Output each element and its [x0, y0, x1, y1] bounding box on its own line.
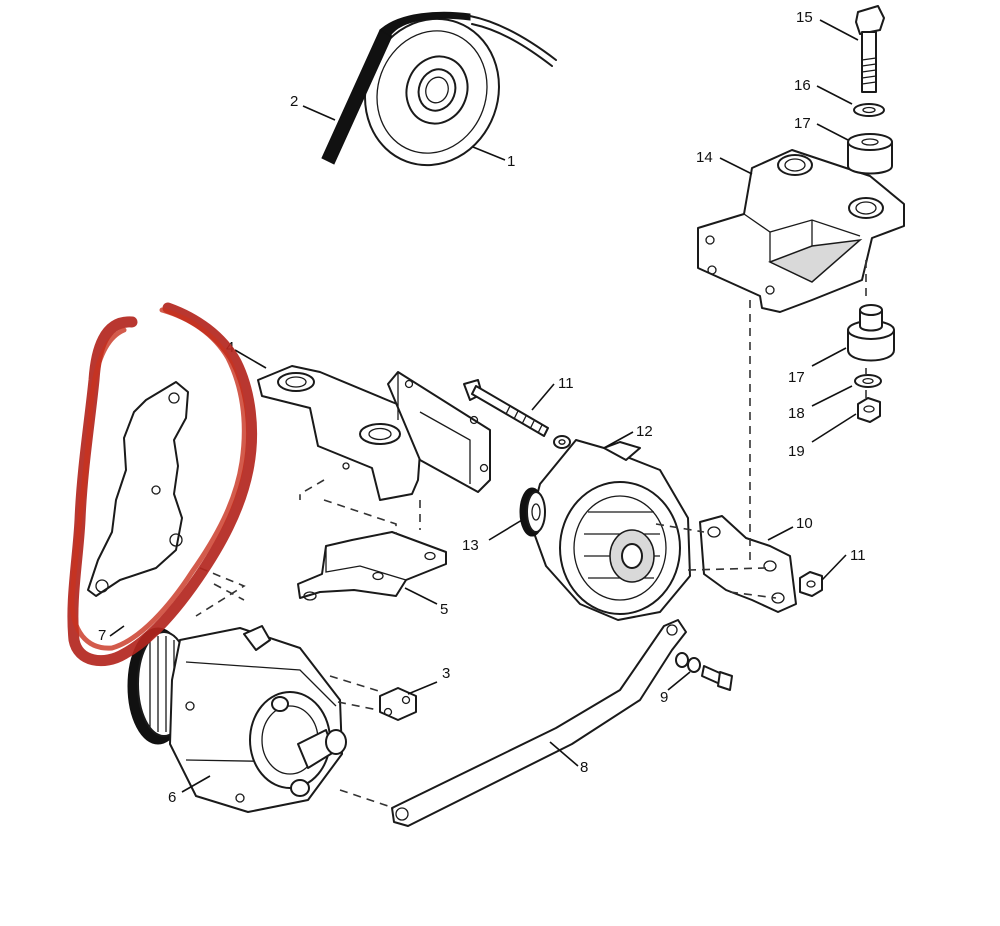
callout-15: 15 [796, 9, 813, 26]
callout-14: 14 [696, 149, 713, 166]
nut-19 [857, 397, 881, 423]
callout-9: 9 [660, 689, 668, 706]
washer-16 [853, 103, 885, 117]
callouts: 1 2 3 4 5 6 7 8 9 10 11 11 12 13 14 15 1… [98, 9, 866, 806]
alternator-bracket-10 [699, 515, 797, 613]
washer-18 [854, 374, 882, 388]
alternator-12 [529, 439, 691, 621]
callout-5: 5 [440, 601, 448, 618]
callout-8: 8 [580, 759, 588, 776]
leader-lines [109, 19, 859, 793]
idler-pulley [364, 17, 500, 167]
bushing-17-upper [847, 133, 893, 175]
mounting-plate-7 [87, 381, 189, 597]
callout-13: 13 [462, 537, 479, 554]
callout-1: 1 [507, 153, 515, 170]
callout-16: 16 [794, 77, 811, 94]
callout-10: 10 [796, 515, 813, 532]
callout-3: 3 [442, 665, 450, 682]
callout-18: 18 [788, 405, 805, 422]
callout-17-upper: 17 [794, 115, 811, 132]
callout-11-bolt: 11 [558, 375, 574, 392]
ac-compressor-6 [127, 625, 347, 813]
small-bracket-5 [297, 531, 447, 601]
callout-12: 12 [636, 423, 653, 440]
bolt-15 [855, 5, 885, 93]
bushing-17-lower [847, 304, 895, 362]
nut-11 [799, 571, 823, 597]
compressor-bracket [257, 365, 491, 501]
upper-mount-bracket [697, 149, 905, 313]
clip-3 [379, 687, 417, 721]
red-circle-annotation [67, 302, 258, 667]
callout-19: 19 [788, 443, 805, 460]
adjuster-strap-8 [391, 619, 687, 827]
alternator-pulley-13 [519, 487, 546, 537]
bolt-9 [675, 652, 733, 691]
assembly-lines [195, 260, 867, 809]
callout-6: 6 [168, 789, 176, 806]
drive-belt [321, 11, 557, 165]
callout-17-lower: 17 [788, 369, 805, 386]
long-bolt-11 [463, 379, 571, 449]
callout-2: 2 [290, 93, 298, 110]
callout-11-nut: 11 [850, 547, 866, 564]
callout-7: 7 [98, 627, 106, 644]
